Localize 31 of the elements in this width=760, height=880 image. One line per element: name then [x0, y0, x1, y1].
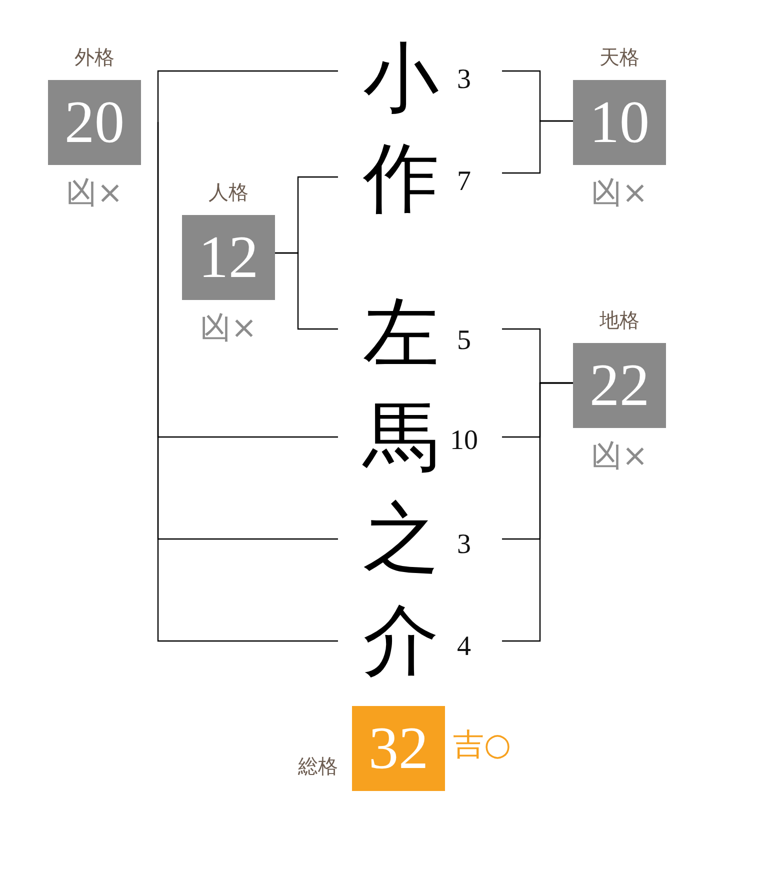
bracket-line: [157, 122, 338, 642]
fortune-category: 外格: [74, 44, 116, 70]
fortune-verdict: 凶×: [199, 309, 258, 348]
bracket-line: [275, 252, 338, 330]
score-tile: 12: [182, 215, 275, 300]
fortune-category: 天格: [598, 44, 640, 70]
bracket-line: [502, 120, 573, 174]
stroke-count: 3: [456, 65, 472, 95]
name-character: 左: [362, 288, 440, 378]
fortune-category: 人格: [208, 179, 250, 205]
stroke-count: 7: [456, 167, 472, 197]
fortune-verdict: 吉○: [453, 726, 512, 765]
name-character: 介: [362, 595, 440, 685]
fortune-category: 地格: [598, 307, 640, 333]
score-tile: 32: [352, 706, 445, 791]
score-tile: 22: [573, 343, 666, 428]
fortune-verdict: 凶×: [590, 437, 649, 476]
stroke-count: 10: [449, 426, 479, 456]
bracket-line: [502, 382, 573, 642]
fortune-verdict: 凶×: [65, 174, 124, 213]
stroke-count: 5: [456, 326, 472, 356]
name-character: 小: [362, 33, 440, 123]
score-tile: 20: [48, 80, 141, 165]
fortune-verdict: 凶×: [590, 174, 649, 213]
stroke-count: 3: [456, 530, 472, 560]
name-character: 馬: [361, 392, 440, 482]
fortune-category: 総格: [297, 753, 338, 779]
name-character: 作: [362, 133, 440, 223]
name-character: 之: [362, 493, 440, 583]
score-tile: 10: [573, 80, 666, 165]
stroke-count: 4: [456, 632, 472, 662]
